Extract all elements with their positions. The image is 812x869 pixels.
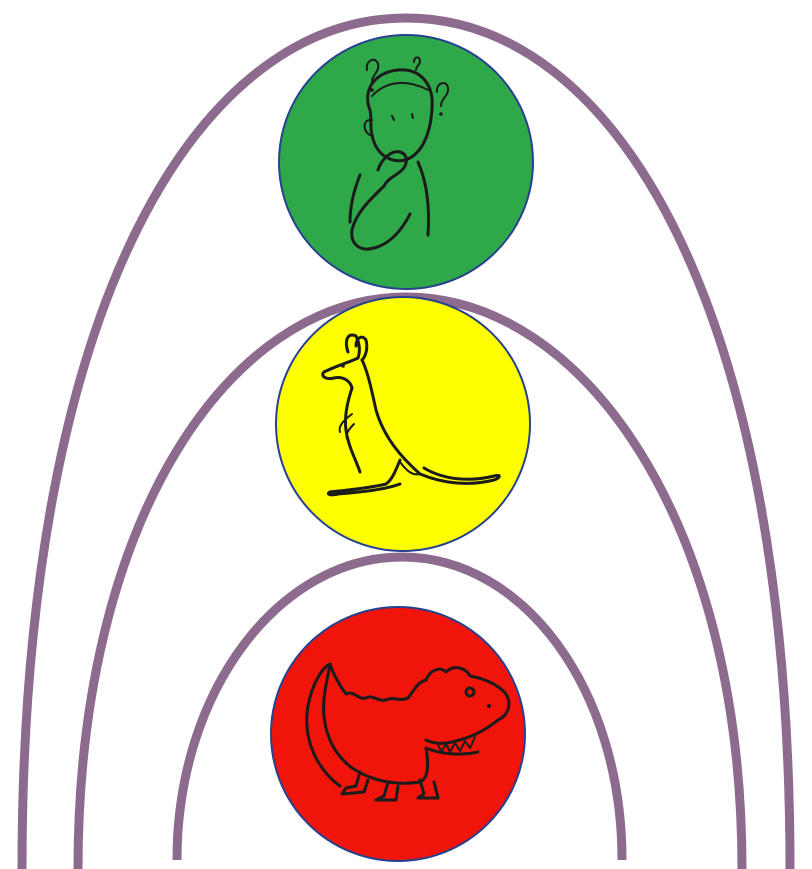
green-zone xyxy=(279,35,533,289)
yellow-zone xyxy=(276,297,530,551)
yellow-circle xyxy=(276,297,530,551)
red-zone xyxy=(271,607,525,861)
